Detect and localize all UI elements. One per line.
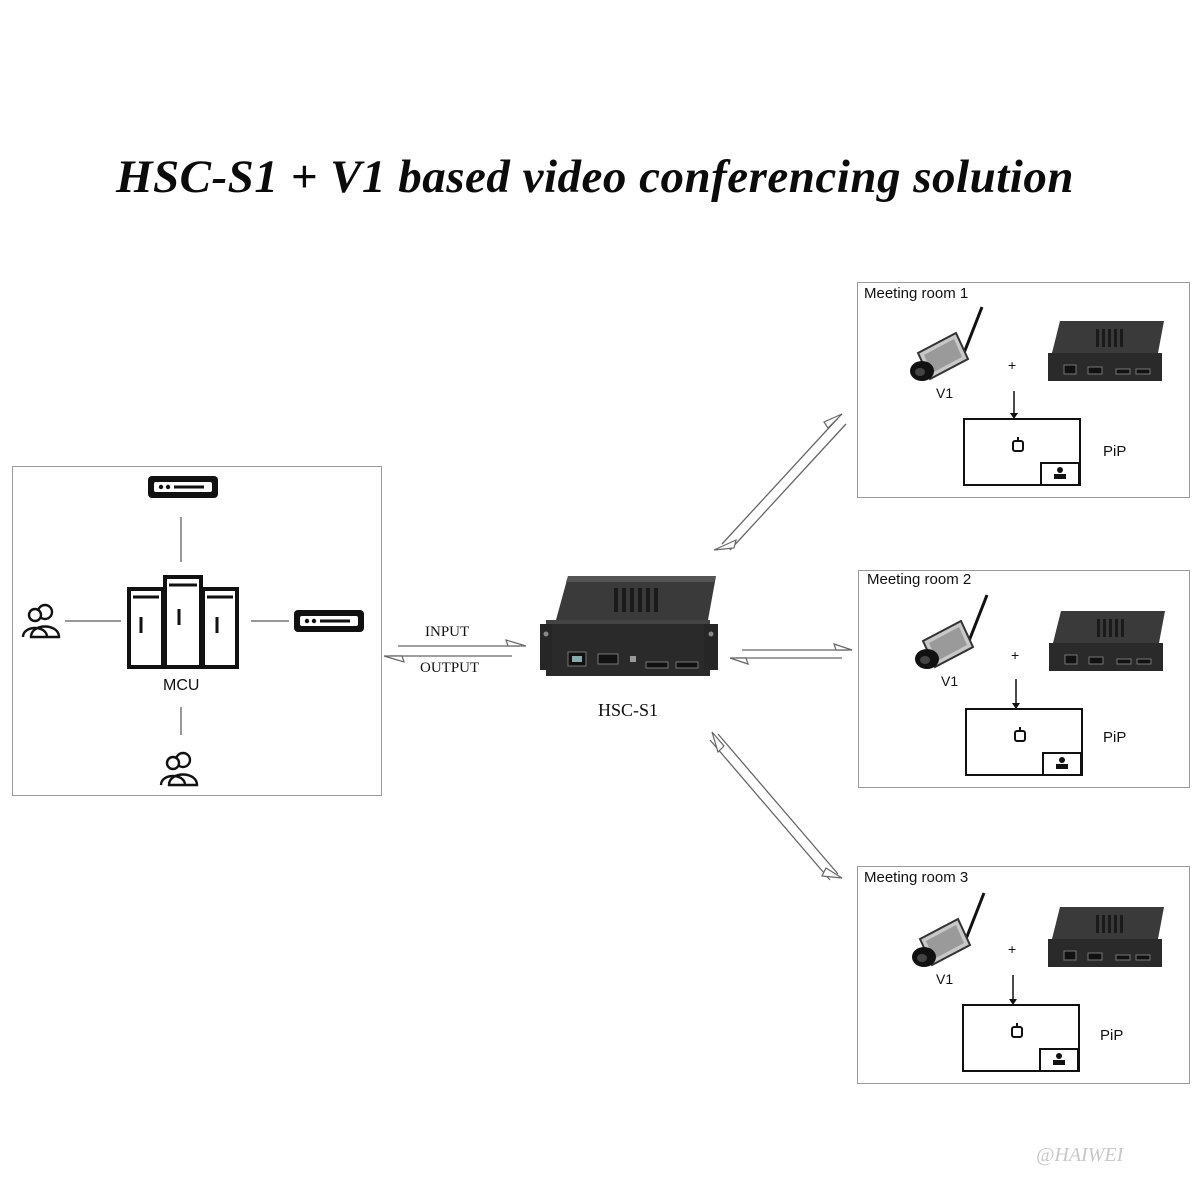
ip-camera-icon xyxy=(912,892,986,967)
meeting-room-title: Meeting room 2 xyxy=(867,571,972,588)
output-label: OUTPUT xyxy=(420,660,480,676)
pip-screen-icon xyxy=(962,975,1080,1072)
diagram-title: HSC-S1 + V1 based video conferencing sol… xyxy=(115,151,1074,203)
mcu-panel: MCU xyxy=(12,466,382,796)
encoder-box-icon xyxy=(1048,907,1164,967)
mcu-label: MCU xyxy=(163,677,200,694)
meeting-room-panel: Meeting room 3 V1 + PiP xyxy=(857,866,1190,1084)
input-label: INPUT xyxy=(425,624,470,640)
pip-label: PiP xyxy=(1103,729,1127,746)
pip-screen-icon xyxy=(965,679,1083,776)
meeting-room-title: Meeting room 3 xyxy=(864,869,969,886)
terminal-device-icon xyxy=(148,476,218,498)
camera-label: V1 xyxy=(936,971,954,987)
mcu-network-graphic xyxy=(65,517,289,735)
encoder-box-icon xyxy=(1049,611,1165,671)
server-rack-icon xyxy=(127,575,239,669)
plus-sign: + xyxy=(1008,941,1017,957)
pip-label: PiP xyxy=(1103,443,1127,460)
meeting-room-panel: Meeting room 1 V1 + PiP xyxy=(857,282,1190,498)
hsc-s1-device-icon xyxy=(540,576,718,676)
watermark: @HAIWEI xyxy=(1036,1144,1124,1166)
meeting-room-panel: Meeting room 2 V1 + PiP xyxy=(858,570,1190,788)
users-icon xyxy=(21,603,61,639)
pip-label: PiP xyxy=(1100,1027,1124,1044)
plus-sign: + xyxy=(1008,357,1017,373)
ip-camera-icon xyxy=(915,594,989,669)
terminal-device-icon xyxy=(294,610,364,632)
users-icon xyxy=(159,751,199,787)
meeting-room-title: Meeting room 1 xyxy=(864,285,969,302)
pip-screen-icon xyxy=(963,391,1081,486)
camera-label: V1 xyxy=(936,385,954,401)
hsc-s1-label: HSC-S1 xyxy=(598,700,659,720)
encoder-box-icon xyxy=(1048,321,1164,381)
plus-sign: + xyxy=(1011,647,1020,663)
ip-camera-icon xyxy=(910,306,984,381)
camera-label: V1 xyxy=(941,673,959,689)
